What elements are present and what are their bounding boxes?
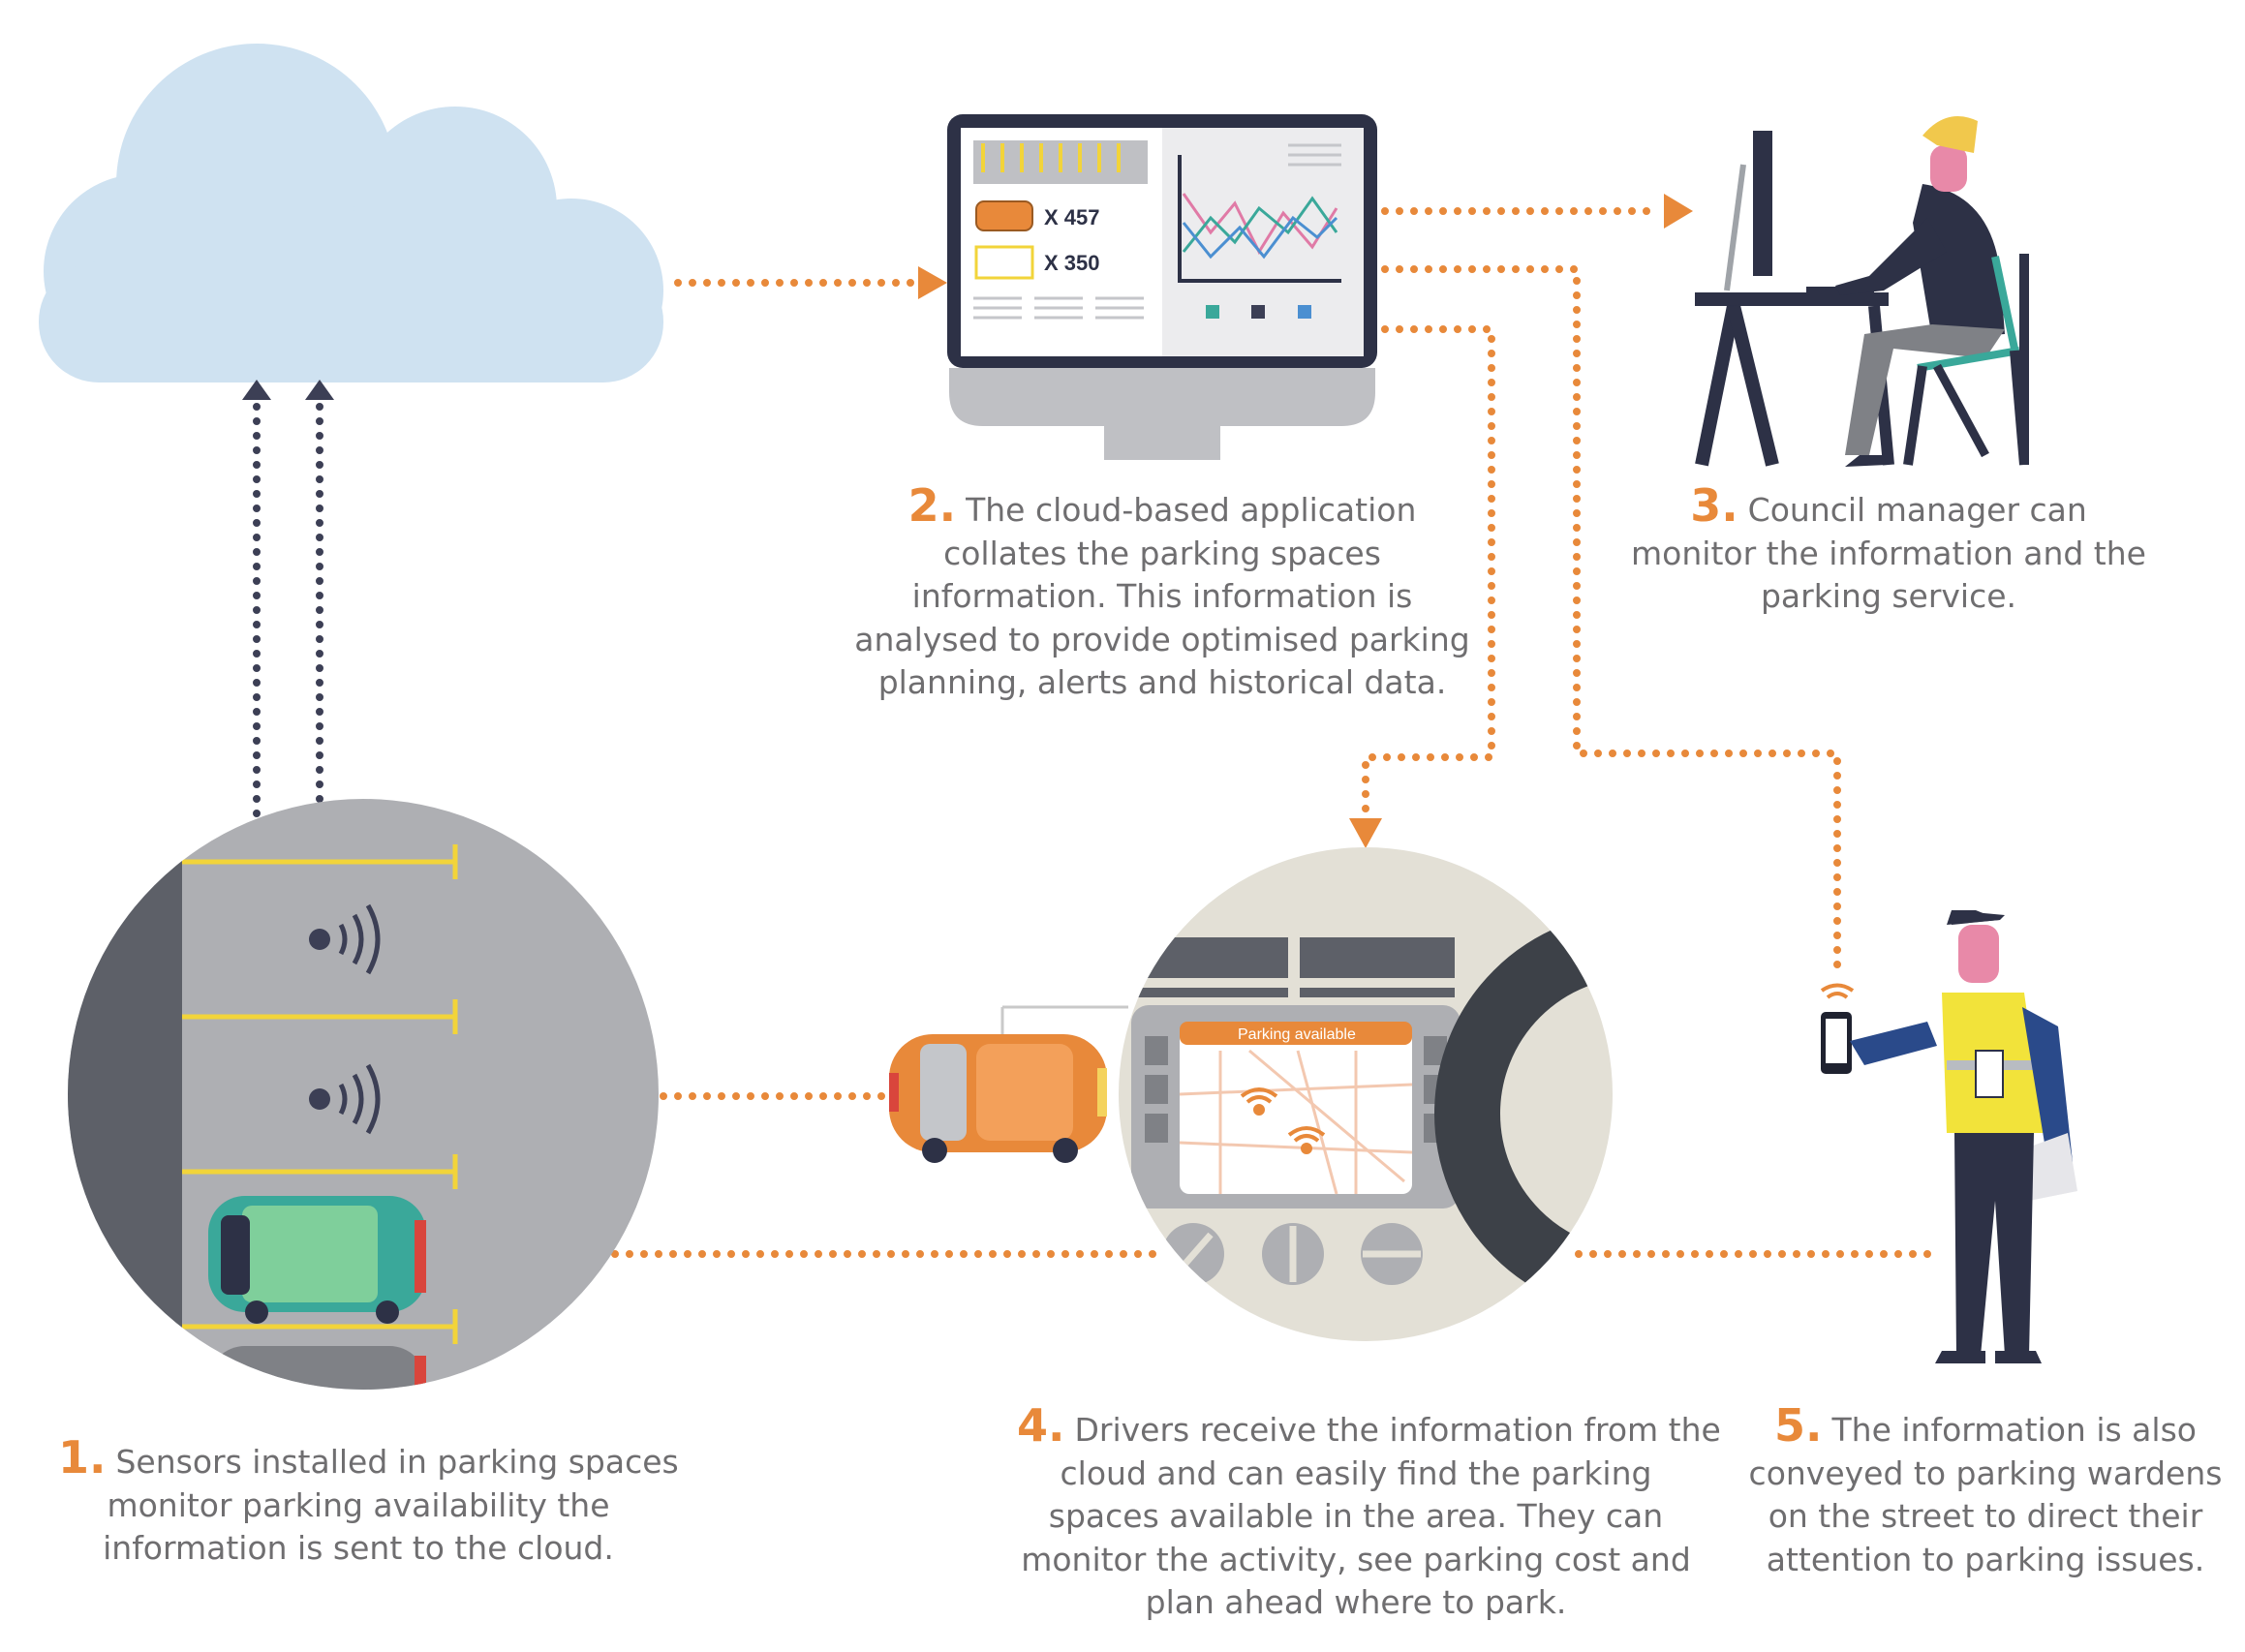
step-5-line-1: 5.The information is also [1774,1399,2197,1452]
step-4-line-4: monitor the activity, see parking cost a… [1021,1540,1691,1578]
step-4-number: 4. [1017,1399,1065,1452]
teal-car [208,1196,426,1324]
step-3-line-1: 3.Council manager can [1690,479,2087,532]
step-4-line-5: plan ahead where to park. [1145,1583,1567,1621]
step-2-line-4: analysed to provide optimised parking [854,620,1470,658]
step-5-line-4: attention to parking issues. [1766,1540,2205,1578]
step-1-line-3: information is sent to the cloud. [103,1529,614,1567]
cloud-icon [39,44,663,382]
car-dashboard-illustration: Parking available [1119,847,1613,1341]
orange-count-label: X 457 [1044,205,1100,229]
step-5-line-2: conveyed to parking wardens [1748,1453,2223,1492]
council-manager-illustration [1695,116,2029,467]
step-5-number: 5. [1774,1399,1823,1452]
step-2-number: 2. [907,479,957,532]
dashboard-knob [1262,1223,1324,1285]
parking-sensor-illustration [68,799,659,1390]
step-5-line-3: on the street to direct their [1768,1497,2203,1535]
step-4-caption: 4.Drivers receive the information from t… [1017,1399,1721,1625]
wifi-icon [1287,1126,1326,1154]
dashboard-knob [1361,1223,1423,1285]
step-3-line-2: monitor the information and the [1631,534,2146,572]
step-1-line-1: 1.Sensors installed in parking spaces [58,1431,679,1484]
dashboard-knob [1162,1223,1224,1285]
step-4-line-1: 4.Drivers receive the information from t… [1017,1399,1721,1452]
orange-car-icon [889,1005,1128,1163]
step-1-line-2: monitor parking availability the [107,1485,610,1524]
step-2-line-5: planning, alerts and historical data. [877,663,1447,701]
sensor-icon [309,903,381,975]
yellow-count-label: X 350 [1044,251,1100,275]
step-3-number: 3. [1690,479,1738,532]
step-2-line-3: information. This information is [911,577,1413,615]
step-3-line-3: parking service. [1760,577,2017,615]
sensor-icon [309,1063,381,1135]
step-5-caption: 5.The information is also conveyed to pa… [1743,1399,2228,1581]
step-2-caption: 2.The cloud-based application collates t… [852,479,1472,705]
step-4-line-3: spaces available in the area. They can [1048,1497,1664,1535]
step-3-caption: 3.Council manager can monitor the inform… [1627,479,2150,619]
monitor-illustration: X 457 X 350 [947,114,1377,460]
step-4-line-2: cloud and can easily find the parking [1060,1453,1652,1492]
parking-available-label: Parking available [1238,1026,1356,1043]
step-2-line-1: 2.The cloud-based application [907,479,1417,532]
step-1-caption: 1.Sensors installed in parking spaces mo… [58,1431,679,1571]
phone-wifi-icon [1820,983,1855,999]
step-2-line-2: collates the parking spaces [943,534,1381,572]
wifi-icon [1240,1087,1278,1116]
step-1-number: 1. [58,1431,107,1484]
parking-warden-illustration [1820,910,2077,1363]
